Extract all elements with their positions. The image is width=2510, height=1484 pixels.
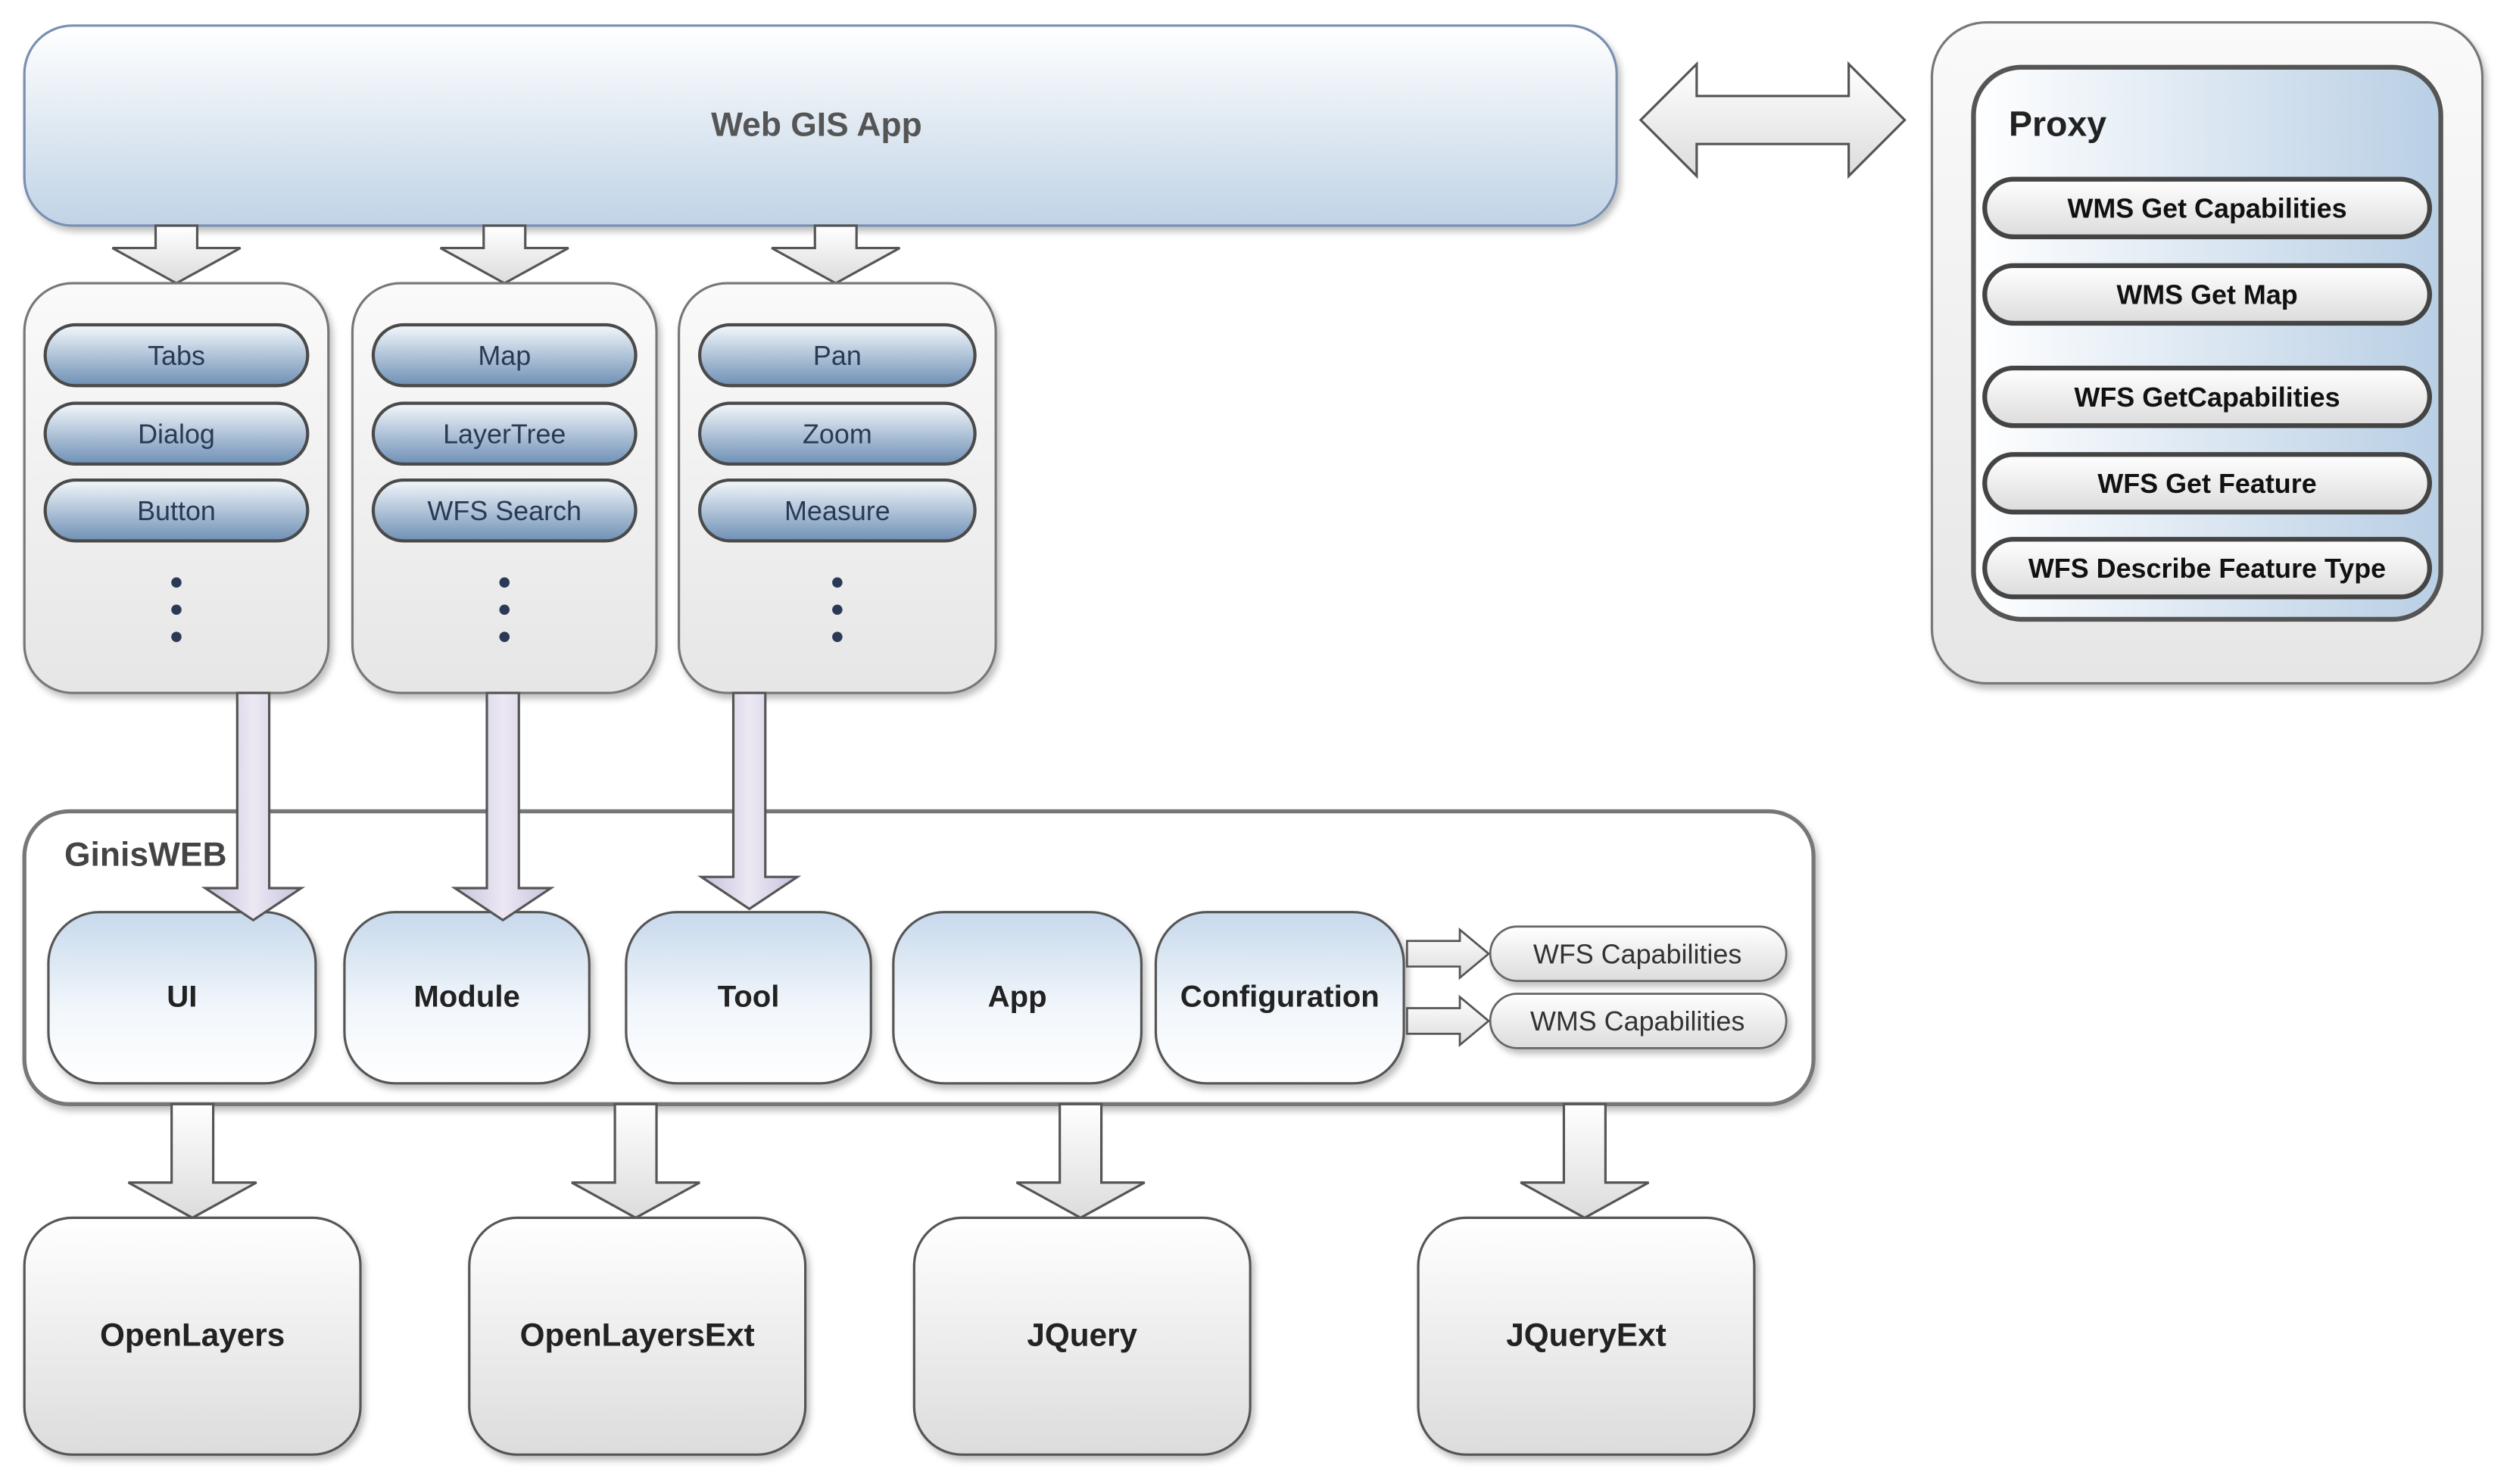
library-arrows <box>127 1102 1650 1220</box>
down-arrow-icon <box>571 1102 700 1220</box>
down-arrow-icon <box>127 1102 257 1220</box>
down-arrow-icon <box>1520 1102 1650 1220</box>
group-item-label: Measure <box>784 495 890 526</box>
library-label: JQuery <box>1027 1317 1137 1352</box>
module-box <box>343 911 591 1085</box>
library-label: OpenLayers <box>100 1317 285 1352</box>
right-arrow-icon <box>1405 928 1491 980</box>
down-arrow-icon <box>1015 1102 1146 1220</box>
library-box <box>468 1216 807 1456</box>
library-box <box>1417 1216 1756 1456</box>
module-label: Configuration <box>1180 979 1380 1013</box>
group-item-pill <box>371 323 638 388</box>
module-box <box>47 911 317 1085</box>
proxy-item-label: WMS Get Map <box>2116 279 2297 310</box>
config-output-pill <box>1489 993 1788 1049</box>
down-arrow-icon <box>201 691 306 922</box>
ginisweb-box: GinisWEB UI Module Tool App Configuration WF… <box>22 809 1816 1106</box>
module-label: Tool <box>718 979 780 1013</box>
bidirectional-arrow <box>1639 61 1907 179</box>
more-items-icon <box>832 577 843 642</box>
purple-arrows <box>201 691 802 922</box>
module-box <box>1154 911 1405 1085</box>
library-box <box>912 1216 1252 1456</box>
group-item-label: Button <box>137 495 216 526</box>
group-item-label: Map <box>478 340 531 371</box>
proxy-title: Proxy <box>2009 104 2106 144</box>
library-label: JQueryExt <box>1506 1317 1666 1352</box>
more-items-icon <box>171 577 182 642</box>
config-output-pill <box>1489 925 1788 982</box>
group-item-pill <box>697 401 977 466</box>
right-arrow-icon <box>1405 994 1491 1048</box>
proxy-item <box>1982 365 2432 429</box>
down-arrow-icon <box>439 224 569 285</box>
group-item-pill <box>697 478 977 543</box>
proxy-item <box>1982 263 2432 326</box>
ginisweb-title: GinisWEB <box>64 836 226 873</box>
module-label: UI <box>167 979 197 1013</box>
library-box <box>23 1216 362 1456</box>
group-item-pill <box>43 401 310 466</box>
proxy-item <box>1982 452 2432 515</box>
library-label: OpenLayersExt <box>520 1317 755 1352</box>
group-item-pill <box>697 323 977 388</box>
proxy-item <box>1982 176 2432 239</box>
proxy-item-label: WFS Get Feature <box>2097 468 2316 499</box>
ginisweb-modules: UI Module Tool App Configuration <box>47 911 1405 1085</box>
group-item-label: WFS Search <box>428 495 582 526</box>
proxy-item-label: WFS Describe Feature Type <box>2028 553 2386 584</box>
group-item-label: Tabs <box>148 340 205 371</box>
group-item-label: Zoom <box>803 418 872 449</box>
config-output-label: WMS Capabilities <box>1530 1005 1745 1037</box>
module-box <box>892 911 1143 1085</box>
down-arrow-icon <box>451 691 555 922</box>
group-item-pill <box>43 478 310 543</box>
group-item-label: LayerTree <box>443 418 566 449</box>
group-item-pill <box>43 323 310 388</box>
web-gis-app-label: Web GIS App <box>711 107 922 144</box>
down-arrow-icon <box>771 224 901 285</box>
module-label: Module <box>413 979 519 1013</box>
group-item-pill <box>371 478 638 543</box>
module-label: App <box>988 979 1047 1013</box>
top-arrows <box>111 224 901 285</box>
config-output-label: WFS Capabilities <box>1533 938 1741 969</box>
more-items-icon <box>499 577 510 642</box>
group-item-label: Pan <box>813 340 862 371</box>
proxy-item-label: WFS GetCapabilities <box>2074 382 2340 413</box>
web-gis-app-box: Web GIS App <box>23 24 1618 227</box>
group-item-label: Dialog <box>138 418 215 449</box>
proxy-item-label: WMS Get Capabilities <box>2067 192 2346 223</box>
proxy-item <box>1982 537 2432 600</box>
group-item-pill <box>371 401 638 466</box>
down-arrow-icon <box>111 224 242 285</box>
module-box <box>625 911 872 1085</box>
down-arrow-icon <box>697 691 802 911</box>
libraries: OpenLayers OpenLayersExt JQuery JQueryExt <box>23 1216 1756 1456</box>
